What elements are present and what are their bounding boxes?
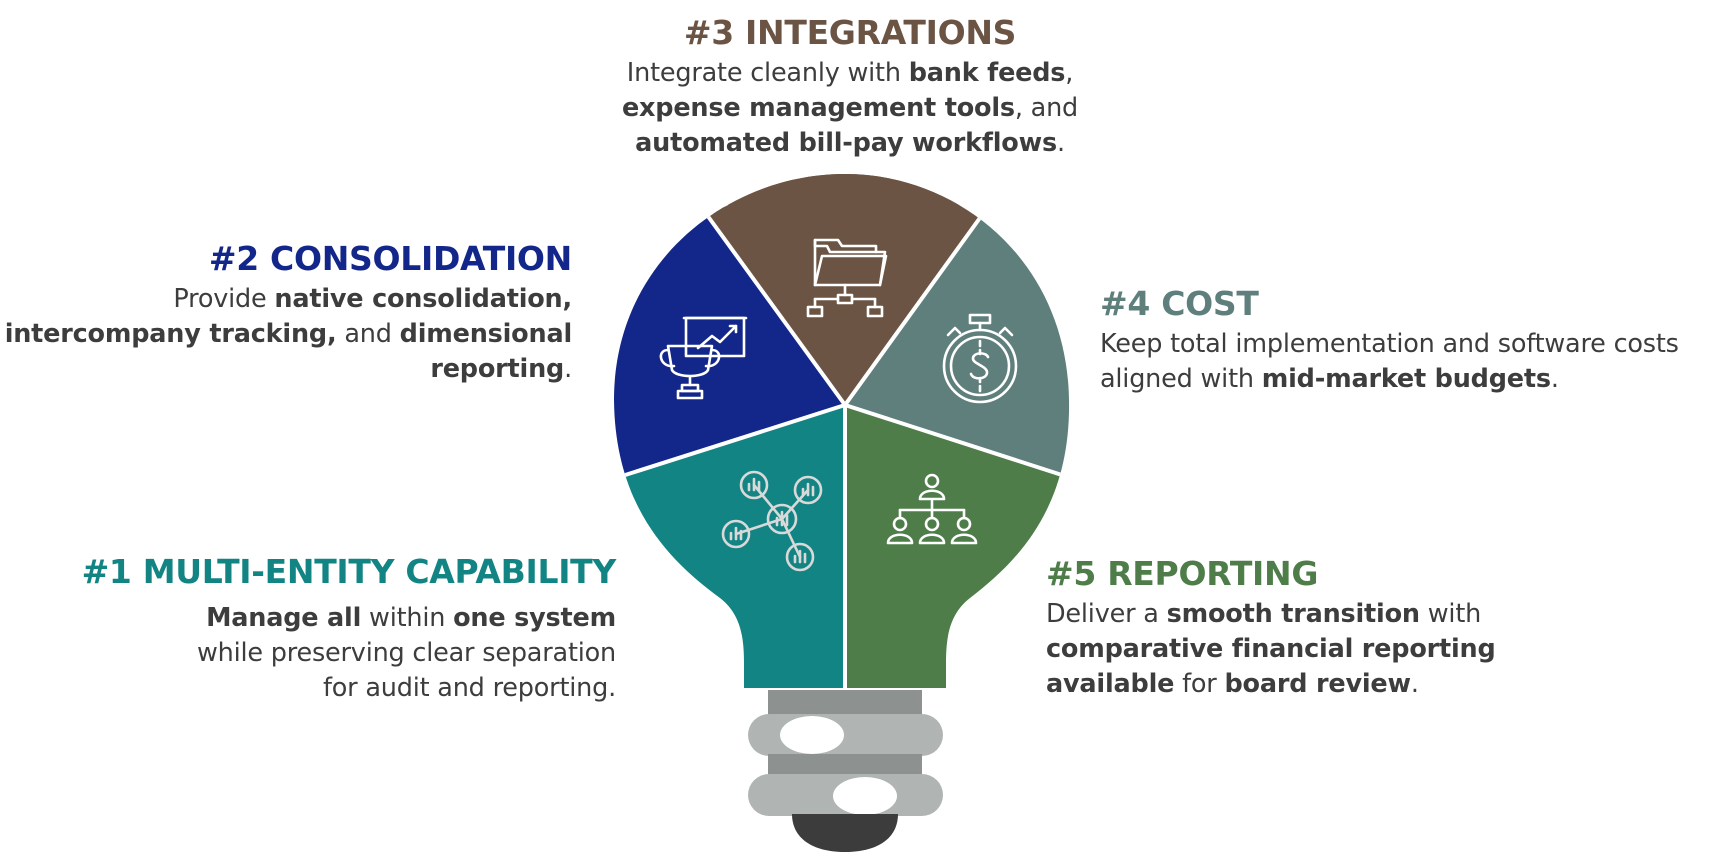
multi-entity-title: #1 MULTI-ENTITY CAPABILITY (81, 552, 617, 591)
integrations-block: #3 INTEGRATIONS Integrate cleanly with b… (560, 14, 1140, 161)
bulb-highlight-1 (780, 716, 844, 754)
folder-network-icon (806, 238, 888, 318)
bulb-mid-neck (768, 754, 922, 776)
reporting-block: #5 REPORTING Deliver a smooth transition… (1046, 555, 1606, 702)
bulb-cap (792, 814, 898, 852)
cost-text: Keep total implementation and software c… (1100, 329, 1679, 394)
reporting-title: #5 REPORTING (1046, 554, 1319, 593)
cost-title: #4 COST (1100, 284, 1259, 323)
org-chart-icon (886, 473, 978, 545)
cost-block: #4 COST Keep total implementation and so… (1100, 285, 1710, 397)
consolidation-block: #2 CONSOLIDATION Provide native consolid… (0, 239, 573, 387)
consolidation-title: #2 CONSOLIDATION (208, 239, 572, 278)
consolidation-text: Provide native consolidation, intercompa… (4, 284, 573, 384)
stopwatch-dollar-icon (942, 313, 1018, 404)
multi-entity-block: #1 MULTI-ENTITY CAPABILITY Manage all wi… (0, 552, 617, 706)
bulb-band-1 (748, 714, 943, 756)
multi-entity-text: Manage all within one system while prese… (196, 603, 616, 703)
segment-3-integrations-fill (707, 174, 982, 405)
network-chart-icon (721, 470, 823, 572)
trophy-presentation-icon (659, 316, 748, 400)
reporting-text: Deliver a smooth transition with compara… (1046, 599, 1496, 699)
integrations-text: Integrate cleanly with bank feeds, expen… (621, 58, 1079, 158)
integrations-title: #3 INTEGRATIONS (683, 13, 1017, 52)
bulb-highlight-2 (833, 777, 897, 815)
